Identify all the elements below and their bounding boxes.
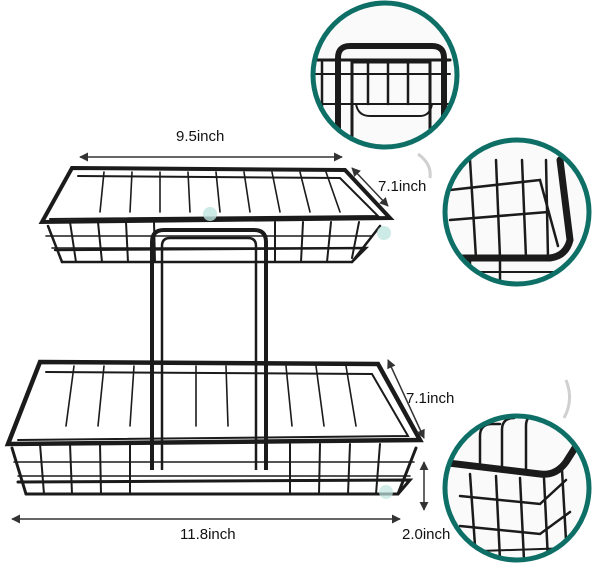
height-label: 2.0inch xyxy=(402,526,451,543)
zoom-detail-corner-top xyxy=(442,137,592,287)
top-depth-arrow xyxy=(351,167,389,207)
top-depth-label: 7.1inch xyxy=(378,178,427,195)
zoom-detail-corner-bottom xyxy=(442,413,592,563)
bottom-depth-label: 7.1inch xyxy=(406,390,455,407)
center-handle xyxy=(150,228,268,470)
dimension-arrows xyxy=(11,152,429,524)
highlight-dot xyxy=(379,485,393,499)
top-width-label: 9.5inch xyxy=(176,128,225,145)
highlight-dot xyxy=(203,207,217,221)
bottom-depth-arrow xyxy=(387,359,425,439)
top-basket xyxy=(38,165,395,264)
highlight-dot xyxy=(377,226,391,240)
bottom-basket xyxy=(4,359,424,496)
bottom-width-label: 11.8inch xyxy=(180,526,236,543)
zoom-detail-handle-top xyxy=(310,0,460,150)
